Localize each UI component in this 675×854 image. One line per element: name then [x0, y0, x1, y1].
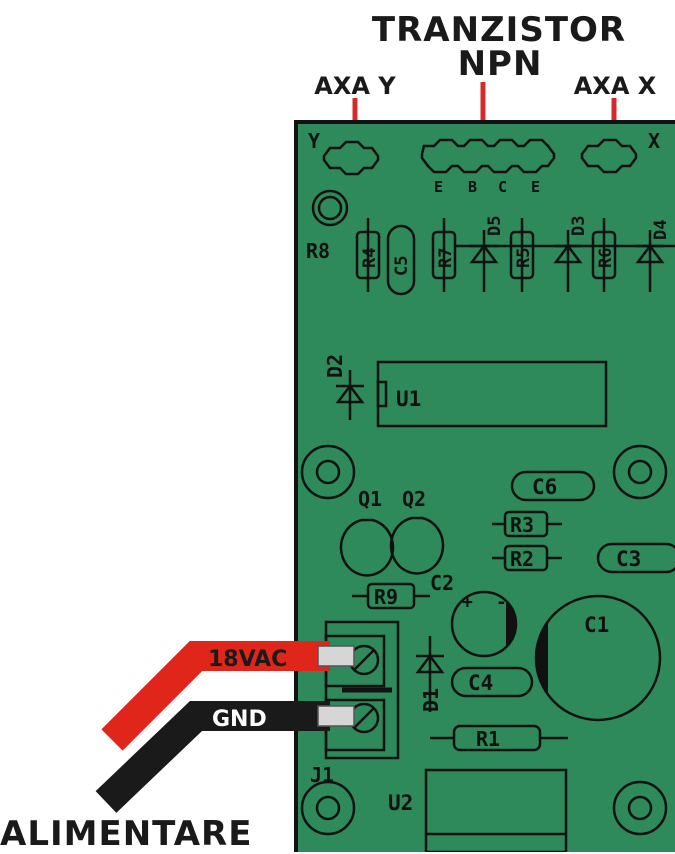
- connector-y: [322, 140, 380, 176]
- r6-resistor: [591, 218, 617, 292]
- wire-gnd-tip: [317, 705, 355, 727]
- r4-label: R4: [360, 248, 380, 268]
- svg-text:+: +: [462, 592, 473, 613]
- r5-resistor: [509, 218, 535, 292]
- c2-label: C2: [430, 571, 454, 595]
- d5-label: D5: [485, 216, 505, 236]
- q2-transistor: [389, 516, 445, 575]
- r3-resistor: [492, 510, 562, 538]
- r9-resistor: [352, 582, 430, 610]
- c3-capacitor: [596, 542, 675, 574]
- wire-ac-tip: [317, 645, 355, 667]
- supply-label: ALIMENTARE: [0, 814, 253, 854]
- mounting-hole-right: [612, 444, 668, 500]
- c6-label: C6: [532, 475, 557, 499]
- q1-label: Q1: [358, 487, 382, 511]
- u1-label: U1: [396, 387, 421, 411]
- c4-label: C4: [468, 671, 493, 695]
- connector-x-pin-label: X: [648, 129, 660, 153]
- d1-label: D1: [419, 688, 443, 712]
- title-line-2: NPN: [457, 44, 543, 84]
- axis-x-label: AXA X: [573, 72, 657, 100]
- c3-label: C3: [616, 547, 641, 571]
- wire-gnd-label: GND: [212, 707, 267, 732]
- mounting-hole-bottom-left: [300, 780, 356, 836]
- d1-diode: [415, 636, 445, 712]
- d3-diode: [540, 230, 622, 292]
- c2-capacitor: + -: [450, 590, 518, 658]
- pin-label-b: B: [468, 178, 477, 196]
- r9-label: R9: [374, 585, 398, 609]
- d5-diode: [454, 230, 540, 292]
- mounting-hole-bottom-right: [612, 780, 668, 836]
- q1-transistor: [339, 518, 395, 577]
- connector-x: [580, 138, 638, 174]
- c5-capacitor: [386, 224, 416, 296]
- connector-y-pin-label: Y: [308, 129, 320, 153]
- c1-capacitor: [534, 594, 662, 722]
- j1-label: J1: [310, 763, 334, 787]
- u1-ic: [376, 360, 608, 428]
- c5-label: C5: [392, 256, 412, 276]
- pin-label-e1: E: [434, 178, 443, 196]
- r7-label: R7: [436, 248, 456, 268]
- wire-ac-label: 18VAC: [208, 647, 287, 672]
- r8-label: R8: [306, 239, 330, 263]
- pin-label-c: C: [498, 178, 507, 196]
- r1-label: R1: [476, 727, 500, 751]
- r3-label: R3: [510, 513, 534, 537]
- r4-resistor: [355, 218, 381, 292]
- c1-label: C1: [584, 613, 609, 637]
- d4-label: D4: [651, 220, 671, 240]
- title-line-1: TRANZISTOR: [371, 10, 627, 50]
- r6-label: R6: [596, 248, 616, 268]
- r2-label: R2: [510, 547, 534, 571]
- wire-gnd-black: [95, 701, 330, 813]
- wire-ac-red: [101, 641, 330, 751]
- r8-pad: [311, 189, 349, 227]
- r7-resistor: [431, 218, 457, 292]
- mounting-hole-left: [300, 444, 356, 500]
- q2-label: Q2: [402, 487, 426, 511]
- d2-diode: [335, 370, 365, 420]
- svg-text:-: -: [496, 592, 507, 613]
- r2-resistor: [492, 544, 562, 572]
- c6-capacitor: [510, 470, 596, 502]
- axis-y-label: AXA Y: [314, 72, 396, 100]
- connector-transistor: [420, 138, 556, 174]
- d4-diode: [622, 230, 675, 292]
- u2-regulator: [424, 768, 568, 852]
- r5-label: R5: [514, 248, 534, 268]
- c4-capacitor: [450, 666, 534, 698]
- d2-label: D2: [323, 354, 347, 378]
- pin-label-e2: E: [531, 178, 540, 196]
- r1-resistor: [430, 724, 568, 752]
- u2-label: U2: [388, 791, 413, 815]
- d3-label: D3: [569, 216, 589, 236]
